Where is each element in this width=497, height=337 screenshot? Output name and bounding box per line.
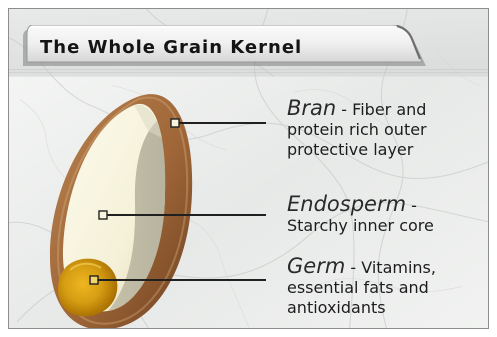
diagram-title: The Whole Grain Kernel (40, 37, 302, 58)
diagram-frame: The Whole Grain Kernel (8, 8, 489, 329)
kernel-illustration (39, 87, 271, 329)
header-band: The Whole Grain Kernel (9, 9, 488, 73)
bran-label: Bran - Fiber and protein rich outer prot… (287, 97, 481, 160)
endosperm-description: Starchy inner core (287, 216, 434, 235)
germ-dash: - (345, 258, 361, 277)
bran-dash: - (336, 100, 352, 119)
germ-term: Germ (287, 254, 345, 278)
germ-label: Germ - Vitamins, essential fats and anti… (287, 255, 481, 318)
endosperm-dash: - (406, 196, 417, 215)
bran-term: Bran (287, 96, 336, 120)
endosperm-label: Endosperm -Starchy inner core (287, 193, 481, 236)
endosperm-term: Endosperm (287, 192, 406, 216)
